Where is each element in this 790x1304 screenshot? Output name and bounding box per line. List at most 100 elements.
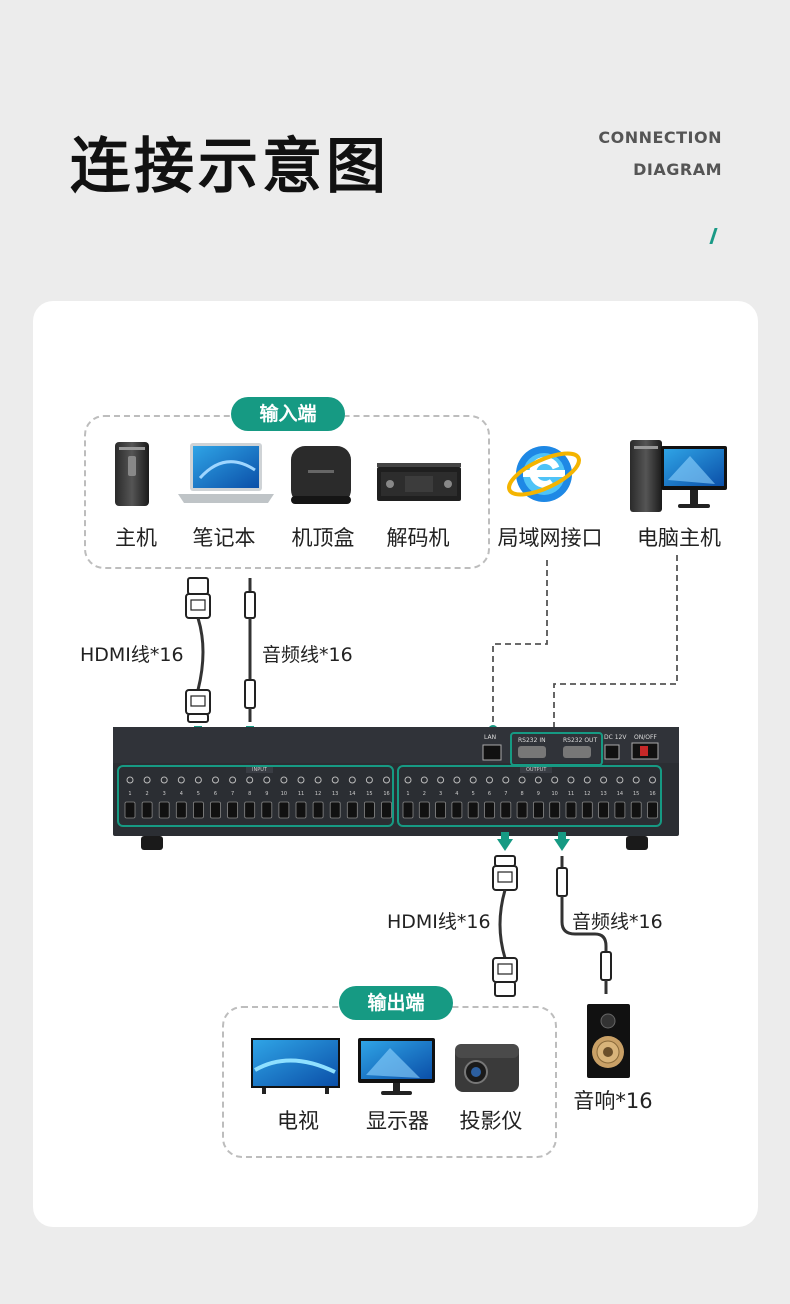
output-hdmi-port (565, 801, 577, 819)
input-port-number: 7 (231, 791, 234, 797)
output-port-number: 5 (472, 791, 475, 797)
output-port-number: 1 (406, 791, 409, 797)
output-port-number: 8 (521, 791, 524, 797)
input-audio-jack (246, 776, 254, 784)
output-hdmi-port (614, 801, 626, 819)
input-hdmi-port (158, 801, 170, 819)
input-group-pill: 输入端 (231, 397, 345, 431)
input-hdmi-port (261, 801, 273, 819)
output-audio-jack (437, 776, 445, 784)
output-audio-jack (453, 776, 461, 784)
output-port-number: 4 (455, 791, 458, 797)
input-port-number: 6 (214, 791, 217, 797)
projector-icon (455, 1044, 519, 1092)
input-port-number: 2 (146, 791, 149, 797)
input-hdmi-port (363, 801, 375, 819)
input-hdmi-port (295, 801, 307, 819)
input-port-number: 3 (163, 791, 166, 797)
output-port-number: 6 (488, 791, 491, 797)
output-audio-jack (583, 776, 591, 784)
input-port-number: 15 (366, 791, 372, 797)
subtitle-line-1: CONNECTION (598, 128, 722, 147)
set-top-box-icon (291, 446, 351, 504)
rs232-in-label: RS232 IN (518, 737, 546, 744)
output-hdmi-port (500, 801, 512, 819)
input-hdmi-port (244, 801, 256, 819)
input-port-number: 13 (332, 791, 338, 797)
input-hdmi-port (329, 801, 341, 819)
pc-tower-icon (115, 442, 149, 506)
output-audio-jack (632, 776, 640, 784)
input-audio-jack (177, 776, 185, 784)
output-port-number: 12 (584, 791, 590, 797)
lan-label: LAN (484, 734, 497, 741)
device-label-monitor: 显示器 (366, 1109, 429, 1133)
input-port-number: 14 (349, 791, 355, 797)
input-audio-jack (383, 776, 390, 784)
input-port-number: 10 (281, 791, 287, 797)
output-port-number: 3 (439, 791, 442, 797)
input-port-number: 1 (128, 791, 131, 797)
device-label-host: 主机 (115, 526, 157, 550)
laptop-icon (178, 443, 274, 503)
output-hdmi-port (451, 801, 463, 819)
subtitle-line-2: DIAGRAM (633, 160, 722, 179)
output-port-number: 16 (649, 791, 655, 797)
device-label-projector: 投影仪 (459, 1109, 523, 1133)
speaker-label: 音响*16 (573, 1089, 653, 1113)
output-audio-jack (404, 776, 412, 784)
output-hdmi-port (581, 801, 593, 819)
device-label-decoder: 解码机 (386, 526, 450, 550)
output-hdmi-port (435, 801, 447, 819)
input-audio-cable-icon (244, 578, 256, 722)
output-audio-jack (600, 776, 608, 784)
computer-host-icon (630, 440, 727, 512)
input-panel-title: INPUT (246, 767, 273, 773)
input-hdmi-port (210, 801, 221, 819)
input-audio-jack (263, 776, 271, 784)
power-label: ON/OFF (634, 734, 657, 741)
output-hdmi-port (598, 801, 609, 819)
output-audio-jack (649, 776, 656, 784)
output-audio-jack (420, 776, 428, 784)
output-audio-jack (551, 776, 559, 784)
output-audio-jack (534, 776, 542, 784)
rs232-dashed-line (553, 555, 678, 728)
output-panel-title: OUTPUT (520, 767, 553, 773)
decoder-icon (377, 463, 461, 501)
input-hdmi-port (192, 801, 204, 819)
input-port-number: 12 (315, 791, 321, 797)
input-audio-jack (160, 776, 168, 784)
matrix-switcher-device (113, 727, 679, 850)
output-audio-jack (502, 776, 510, 784)
input-audio-jack (280, 776, 288, 784)
input-audio-jack (314, 776, 322, 784)
input-audio-label: 音频线*16 (262, 644, 353, 666)
output-hdmi-label: HDMI线*16 (387, 911, 491, 933)
output-port-number: 13 (600, 791, 606, 797)
device-label-tv: 电视 (277, 1109, 319, 1133)
input-audio-jack (126, 776, 134, 784)
input-port-number: 4 (180, 791, 183, 797)
input-port-number: 8 (248, 791, 251, 797)
input-hdmi-port (227, 801, 239, 819)
output-port-number: 14 (617, 791, 623, 797)
page-title: 连接示意图 (70, 132, 390, 202)
speaker-icon (587, 1004, 630, 1078)
input-hdmi-port (346, 801, 358, 819)
output-group-pill: 输出端 (339, 986, 453, 1020)
output-port-number: 15 (633, 791, 639, 797)
output-hdmi-port (630, 801, 642, 819)
output-hdmi-cable-icon (492, 855, 518, 997)
dc-label: DC 12V (604, 734, 627, 741)
output-hdmi-port (484, 801, 495, 819)
output-arrow-icon (497, 832, 570, 851)
output-audio-jack (518, 776, 526, 784)
input-hdmi-port (381, 801, 392, 819)
output-port-number: 7 (504, 791, 507, 797)
input-hdmi-port (312, 801, 324, 819)
input-audio-jack (331, 776, 339, 784)
